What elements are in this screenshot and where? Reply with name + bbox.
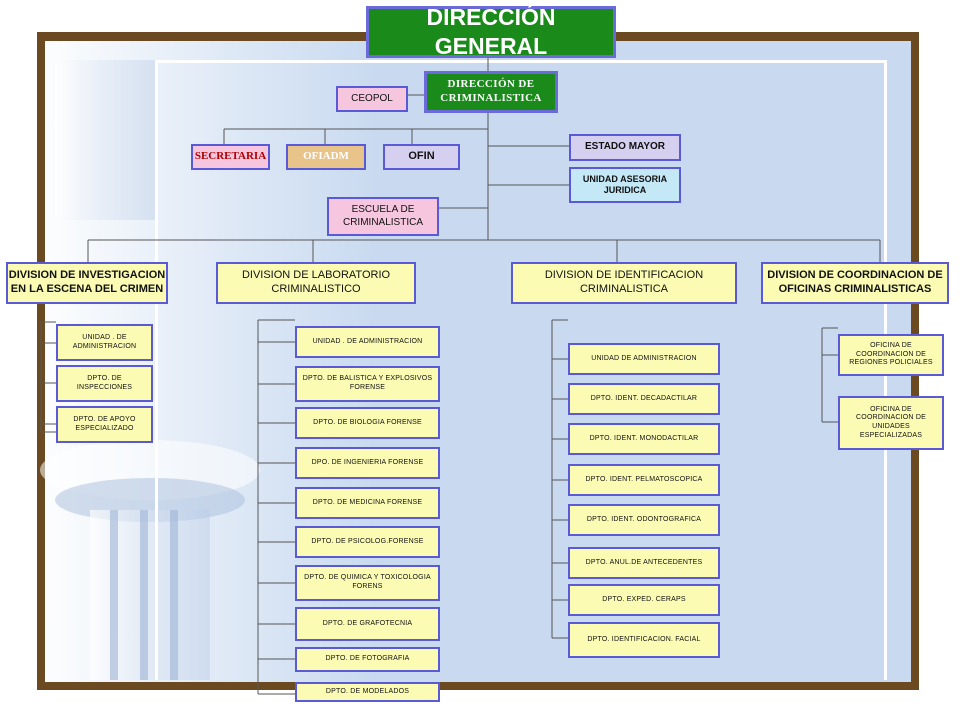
- d3-unit: DPTO. IDENT. MONODACTILAR: [568, 423, 720, 455]
- background-white-frame: [155, 60, 887, 680]
- division-identificacion-box: DIVISION DE IDENTIFICACION CRIMINALISTIC…: [511, 262, 737, 304]
- secretaria-box: SECRETARIA: [191, 144, 270, 170]
- d4-unit: OFICINA DE COORDINACION DE UNIDADES ESPE…: [838, 396, 944, 450]
- unidad-asesoria-juridica-box: UNIDAD ASESORIA JURIDICA: [569, 167, 681, 203]
- ofin-box: OFIN: [383, 144, 460, 170]
- direccion-general-box: DIRECCIÓN GENERAL: [366, 4, 616, 59]
- d3-unit: DPTO. IDENTIFICACION. FACIAL: [568, 622, 720, 658]
- d2-unit: DPTO. DE FOTOGRAFIA: [295, 647, 440, 672]
- d1-unit: DPTO. DE INSPECCIONES: [56, 365, 153, 402]
- d3-unit: DPTO. IDENT. PELMATOSCOPICA: [568, 464, 720, 496]
- d2-unit: DPTO. DE MODELADOS: [295, 682, 440, 702]
- division-investigacion-box: DIVISION DE INVESTIGACION EN LA ESCENA D…: [6, 262, 168, 304]
- d2-unit: DPO. DE INGENIERIA FORENSE: [295, 447, 440, 479]
- d3-unit: DPTO. EXPED. CERAPS: [568, 584, 720, 616]
- d3-unit: UNIDAD DE ADMINISTRACION: [568, 343, 720, 375]
- ofiadm-box: OFIADM: [286, 144, 366, 170]
- d2-unit: DPTO. DE BIOLOGIA FORENSE: [295, 407, 440, 439]
- division-coordinacion-box: DIVISION DE COORDINACION DE OFICINAS CRI…: [761, 262, 949, 304]
- d3-unit: DPTO. ANUL.DE ANTECEDENTES: [568, 547, 720, 579]
- d1-unit: UNIDAD . DE ADMINISTRACION: [56, 324, 153, 361]
- d2-unit: DPTO. DE QUIMICA Y TOXICOLOGIA FORENS: [295, 565, 440, 601]
- d1-unit: DPTO. DE APOYO ESPECIALIZADO: [56, 406, 153, 443]
- d2-unit: DPTO. DE PSICOLOG.FORENSE: [295, 526, 440, 558]
- d3-unit: DPTO. IDENT. ODONTOGRAFICA: [568, 504, 720, 536]
- d2-unit: UNIDAD . DE ADMINISTRACION: [295, 326, 440, 358]
- d2-unit: DPTO. DE MEDICINA FORENSE: [295, 487, 440, 519]
- estado-mayor-box: ESTADO MAYOR: [569, 134, 681, 161]
- division-laboratorio-box: DIVISION DE LABORATORIO CRIMINALISTICO: [216, 262, 416, 304]
- ceopol-box: CEOPOL: [336, 86, 408, 112]
- d4-unit: OFICINA DE COORDINACION DE REGIONES POLI…: [838, 334, 944, 376]
- d2-unit: DPTO. DE BALISTICA Y EXPLOSIVOS FORENSE: [295, 366, 440, 402]
- d2-unit: DPTO. DE GRAFOTECNIA: [295, 607, 440, 641]
- d3-unit: DPTO. IDENT. DECADACTILAR: [568, 383, 720, 415]
- direccion-criminalistica-box: DIRECCIÓN DE CRIMINALISTICA: [424, 71, 558, 113]
- escuela-criminalistica-box: ESCUELA DE CRIMINALISTICA: [327, 197, 439, 236]
